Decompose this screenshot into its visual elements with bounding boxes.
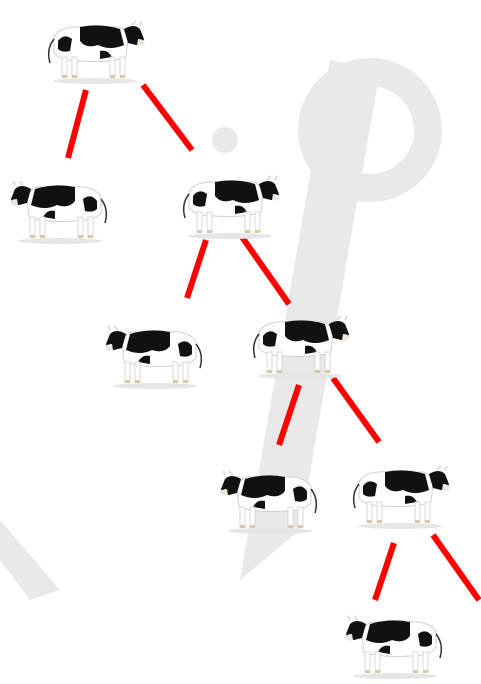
connector-line-n1-n3 (143, 85, 192, 150)
node-cow-n1 (40, 5, 150, 85)
cow-figure (345, 450, 455, 530)
node-cow-n7 (345, 450, 455, 530)
connector-line-n3-n4 (187, 240, 206, 298)
connector-line-n7-n8 (375, 543, 394, 600)
connector-line-n5-n7 (333, 378, 379, 442)
node-cow-n5 (245, 300, 355, 380)
node-bull-n4 (100, 310, 210, 390)
connector-line-n3-n5 (242, 237, 289, 304)
cow-figure (40, 5, 150, 85)
bull-figure (100, 310, 210, 390)
cow-figure (245, 300, 355, 380)
node-cow-n3 (175, 160, 285, 240)
connector-line-n5-n6 (279, 385, 299, 445)
connector-line-n7-open (433, 535, 479, 600)
node-bull-n6 (215, 455, 325, 535)
bull-figure (215, 455, 325, 535)
bull-figure (5, 165, 115, 245)
node-bull-n2 (5, 165, 115, 245)
bull-figure (340, 600, 450, 680)
cow-figure (175, 160, 285, 240)
connector-line-n1-n2 (68, 90, 86, 158)
node-bull-n8 (340, 600, 450, 680)
